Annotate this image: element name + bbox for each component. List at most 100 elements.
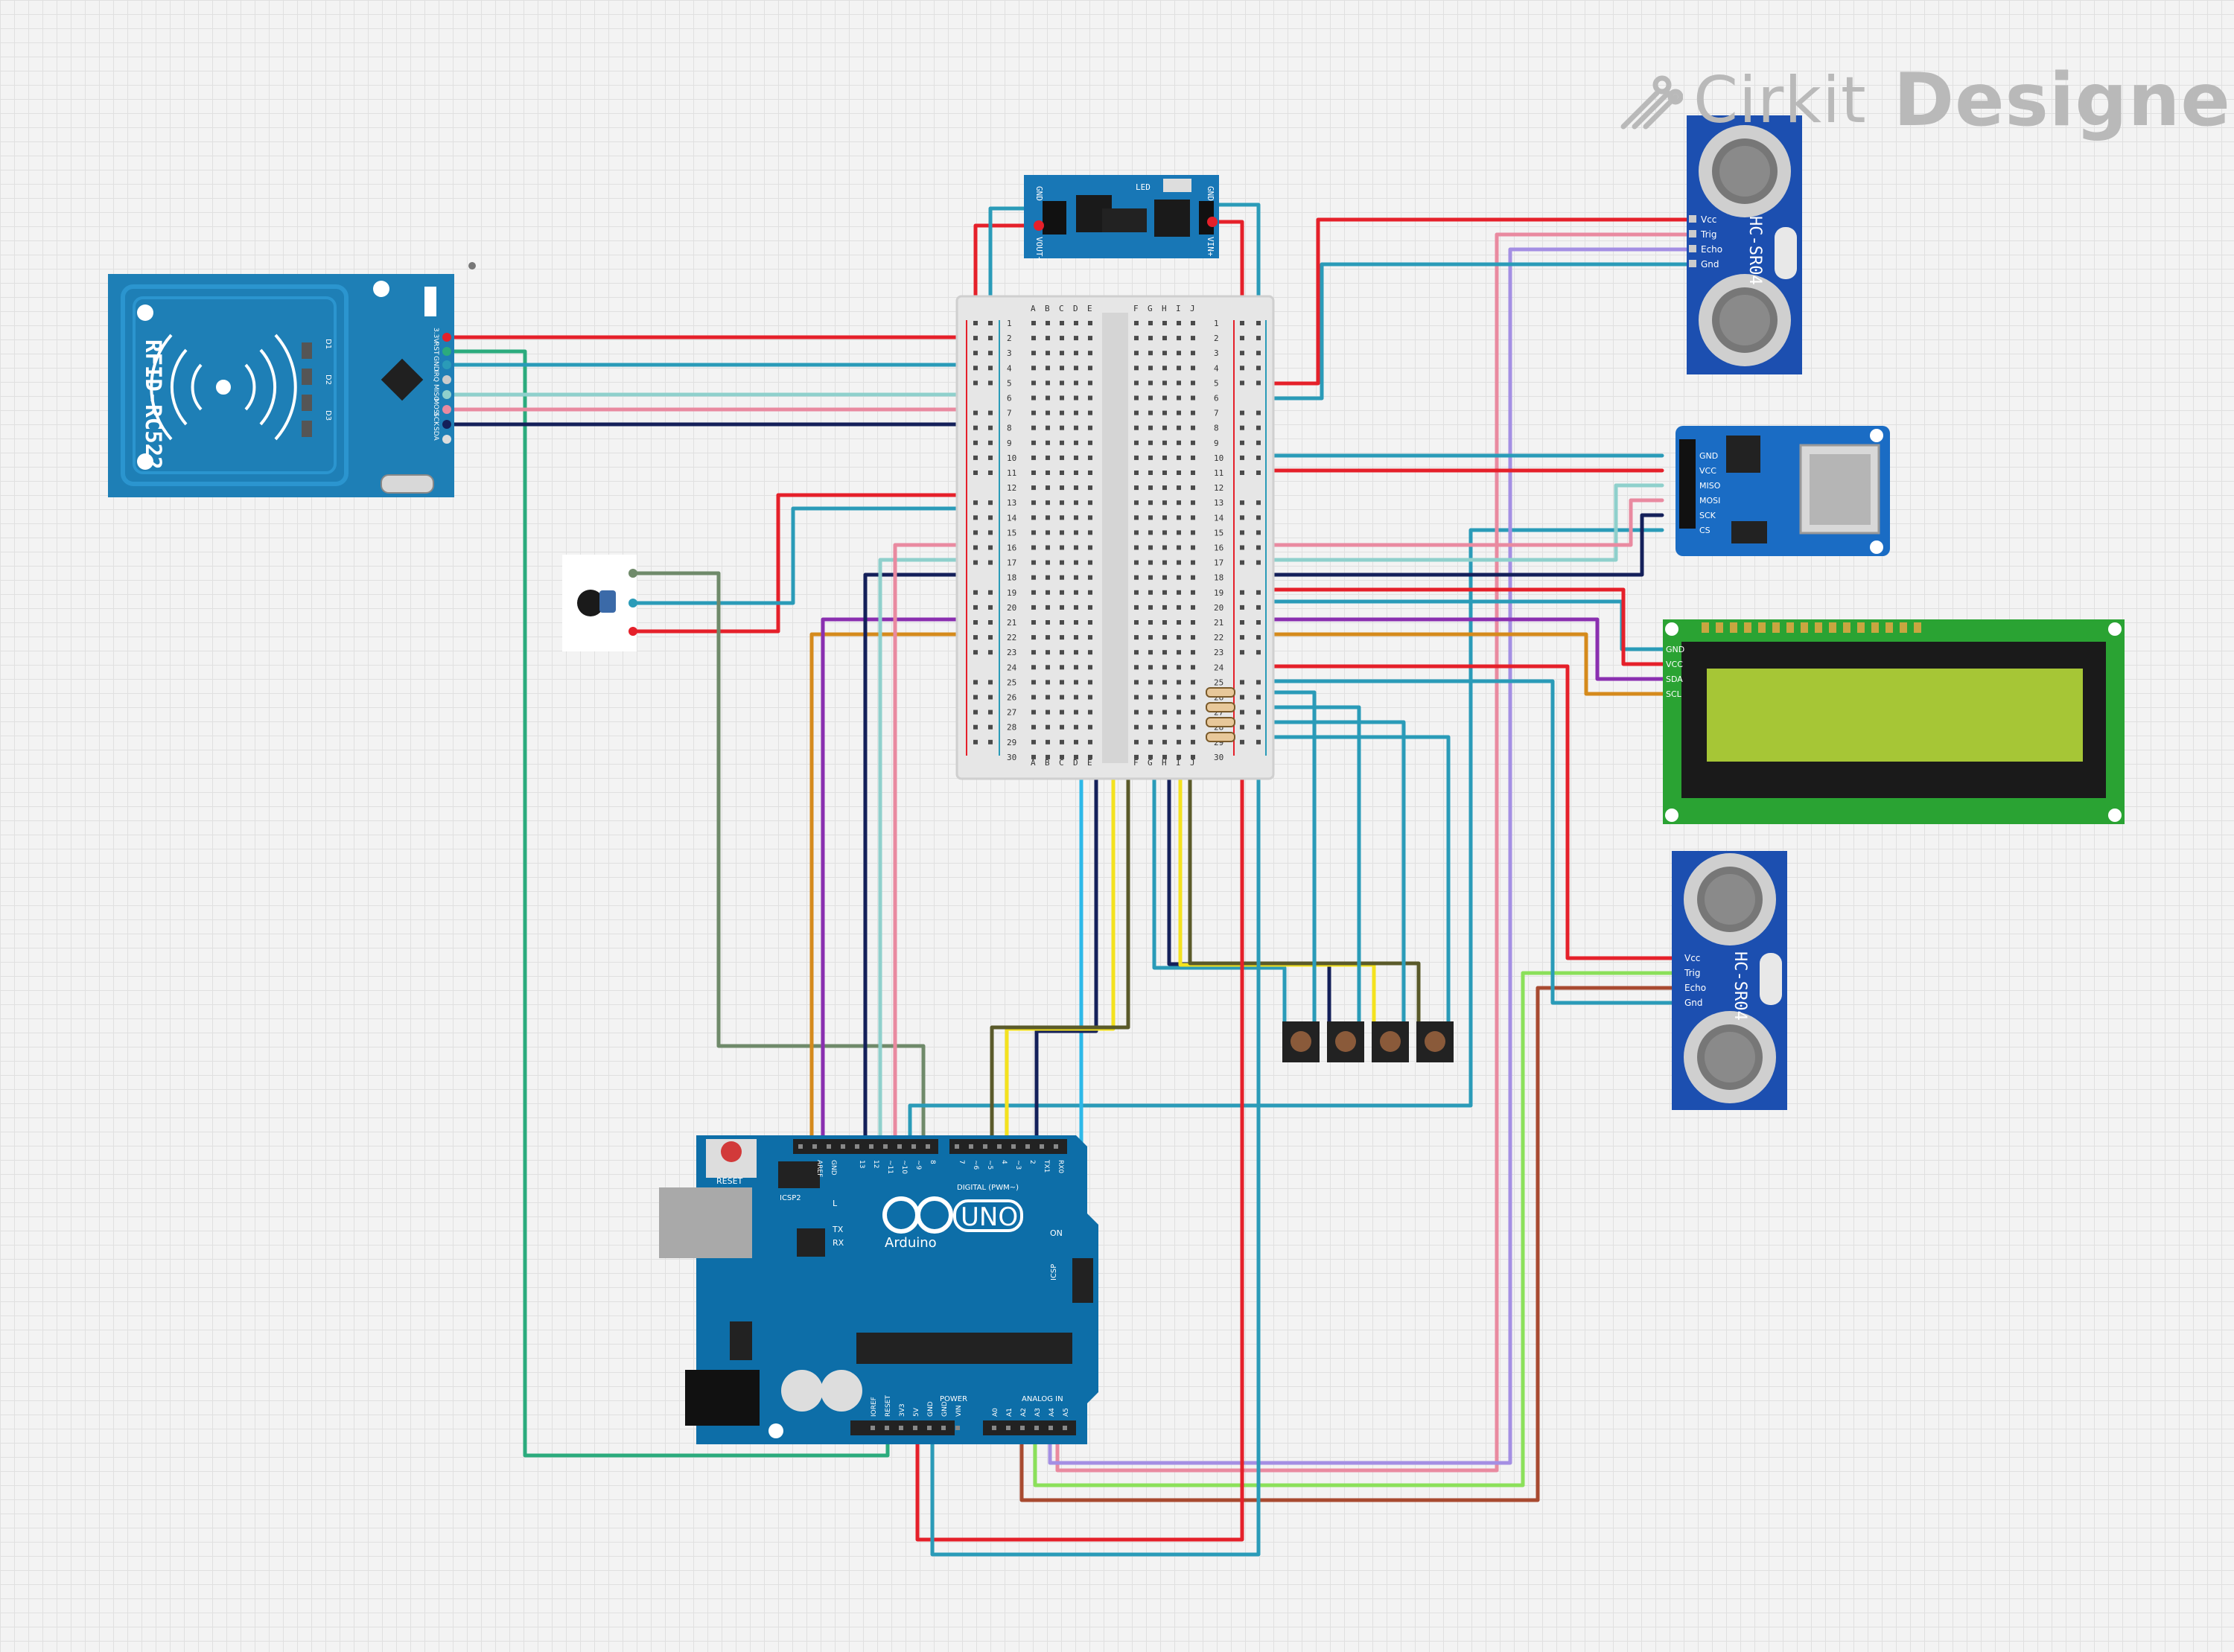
rail-hole bbox=[1256, 635, 1261, 640]
lcd-header-pin bbox=[1815, 622, 1822, 633]
row-label: 26 bbox=[1007, 693, 1016, 703]
rail-hole bbox=[1256, 321, 1261, 325]
wire-us1-echo bbox=[1048, 247, 1689, 1465]
header-pin[interactable] bbox=[883, 1144, 888, 1149]
header-pin[interactable] bbox=[926, 1144, 930, 1149]
lcd-header-pin bbox=[1914, 622, 1921, 633]
arduino-on-label: ON bbox=[1050, 1228, 1063, 1238]
breadboard-hole bbox=[1060, 739, 1064, 744]
mount-hole-icon bbox=[373, 281, 389, 297]
power-pin-label: GND bbox=[941, 1401, 949, 1417]
sd-pin-cs: CS bbox=[1699, 526, 1710, 535]
header-pin[interactable] bbox=[1034, 1426, 1039, 1430]
header-pin[interactable] bbox=[911, 1144, 916, 1149]
push-button-4[interactable] bbox=[1416, 1021, 1454, 1062]
push-button-2[interactable] bbox=[1327, 1021, 1364, 1062]
header-pin[interactable] bbox=[897, 1144, 902, 1149]
header-pin[interactable] bbox=[812, 1144, 817, 1149]
rfid-pin-label: MISO bbox=[432, 384, 439, 401]
rail-hole bbox=[988, 560, 993, 565]
header-pin[interactable] bbox=[841, 1144, 845, 1149]
breadboard-hole bbox=[1031, 440, 1036, 445]
rail-hole bbox=[973, 471, 978, 475]
breadboard-hole bbox=[1074, 665, 1078, 670]
wire-gnd-rail bbox=[930, 441, 1261, 1557]
header-pin[interactable] bbox=[1048, 1426, 1053, 1430]
header-pin[interactable] bbox=[992, 1426, 996, 1430]
breadboard-hole bbox=[1162, 351, 1167, 356]
breadboard-hole bbox=[1177, 515, 1181, 520]
wire-us2-echo bbox=[1019, 986, 1674, 1502]
power-pin-label: VIN bbox=[955, 1405, 963, 1417]
rail-hole bbox=[988, 680, 993, 685]
header-pin[interactable] bbox=[969, 1144, 973, 1149]
breadboard-hole bbox=[1148, 680, 1153, 685]
lcd-header-pin bbox=[1702, 622, 1709, 633]
reset-button-icon[interactable] bbox=[721, 1141, 742, 1162]
push-button-3[interactable] bbox=[1372, 1021, 1409, 1062]
header-pin[interactable] bbox=[1020, 1426, 1025, 1430]
rail-hole bbox=[973, 605, 978, 610]
header-pin[interactable] bbox=[1054, 1144, 1058, 1149]
header-pin[interactable] bbox=[927, 1426, 932, 1430]
breadboard-hole bbox=[1088, 560, 1092, 565]
header-pin[interactable] bbox=[1025, 1144, 1030, 1149]
header-pin[interactable] bbox=[983, 1144, 987, 1149]
breadboard-hole bbox=[1060, 515, 1064, 520]
breadboard-hole bbox=[1031, 560, 1036, 565]
header-pin[interactable] bbox=[899, 1426, 903, 1430]
column-label: G bbox=[1148, 758, 1153, 768]
breadboard-hole bbox=[1148, 545, 1153, 550]
header-pin[interactable] bbox=[827, 1144, 831, 1149]
row-label: 28 bbox=[1007, 723, 1016, 733]
rail-hole bbox=[1240, 739, 1244, 744]
rfid-component-label: D2 bbox=[324, 374, 332, 385]
breadboard-hole bbox=[1046, 471, 1050, 475]
breadboard-hole bbox=[1060, 380, 1064, 386]
header-pin[interactable] bbox=[871, 1426, 875, 1430]
breadboard-hole bbox=[1060, 650, 1064, 655]
header-pin[interactable] bbox=[885, 1426, 889, 1430]
header-pin[interactable] bbox=[1063, 1426, 1067, 1430]
rail-hole bbox=[973, 380, 978, 386]
header-pin[interactable] bbox=[941, 1426, 946, 1430]
header-pin[interactable] bbox=[913, 1426, 917, 1430]
rail-hole bbox=[973, 500, 978, 506]
digital-pin-label: 4 bbox=[1000, 1160, 1008, 1164]
rail-hole bbox=[988, 724, 993, 730]
header-pin[interactable] bbox=[955, 1144, 959, 1149]
breadboard-hole bbox=[1177, 395, 1181, 401]
digital-pin-label: ~5 bbox=[986, 1160, 993, 1170]
breadboard-hole bbox=[1046, 440, 1050, 445]
breadboard-hole bbox=[1134, 485, 1139, 491]
header-pin[interactable] bbox=[798, 1144, 803, 1149]
breadboard-hole bbox=[1031, 500, 1036, 506]
breadboard-hole bbox=[1031, 321, 1036, 325]
lcd-header-pin bbox=[1871, 622, 1879, 633]
breadboard-hole bbox=[1046, 485, 1050, 491]
breadboard-hole bbox=[1046, 724, 1050, 730]
header-pin[interactable] bbox=[1011, 1144, 1016, 1149]
rail-hole bbox=[1240, 455, 1244, 460]
push-button-1[interactable] bbox=[1282, 1021, 1320, 1062]
breadboard-hole bbox=[1046, 635, 1050, 640]
rail-hole bbox=[988, 739, 993, 744]
header-pin[interactable] bbox=[855, 1144, 859, 1149]
header-pin[interactable] bbox=[955, 1426, 960, 1430]
breadboard-hole bbox=[1162, 620, 1167, 625]
header-pin[interactable] bbox=[1006, 1426, 1011, 1430]
us1-pin-gnd: Gnd bbox=[1701, 259, 1719, 270]
breadboard-hole bbox=[1162, 575, 1167, 580]
header-pin[interactable] bbox=[997, 1144, 1002, 1149]
row-label: 5 bbox=[1214, 378, 1219, 388]
breadboard-hole bbox=[1074, 395, 1078, 401]
breadboard-hole bbox=[1134, 545, 1139, 550]
breadboard-hole bbox=[1088, 709, 1092, 715]
row-label: 4 bbox=[1007, 363, 1012, 373]
breadboard-hole bbox=[1177, 485, 1181, 491]
header-pin[interactable] bbox=[869, 1144, 873, 1149]
header-pin[interactable] bbox=[1040, 1144, 1044, 1149]
power-pin-label: 3V3 bbox=[899, 1403, 906, 1417]
